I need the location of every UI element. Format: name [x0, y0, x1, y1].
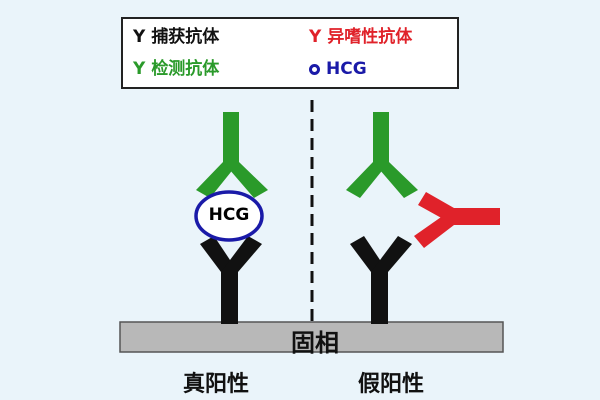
- capture-antibody-symbol: Y: [133, 27, 146, 47]
- false-positive-detection-antibody: [346, 112, 418, 198]
- hcg-legend-label: HCG: [326, 59, 367, 79]
- detection-antibody-symbol: Y: [133, 59, 146, 79]
- heterophilic-antibody-label: 异嗜性抗体: [327, 27, 413, 47]
- heterophilic-antibody-symbol: Y: [309, 27, 322, 47]
- hcg-ring-icon: [309, 64, 320, 75]
- solid-phase-label: 固相: [291, 328, 339, 357]
- false-positive-capture-antibody: [350, 236, 412, 324]
- hcg-antigen: [194, 190, 264, 242]
- legend-hcg: HCG: [309, 59, 367, 79]
- true-positive-label: 真阳性: [183, 371, 250, 397]
- hcg-label: HCG: [208, 205, 250, 225]
- solid-phase-bar: [119, 321, 504, 353]
- heterophilic-antibody: [414, 192, 500, 248]
- capture-antibody-label: 捕获抗体: [151, 27, 220, 47]
- true-positive-detection-antibody: [196, 112, 268, 198]
- detection-antibody-label: 检测抗体: [151, 59, 220, 79]
- false-positive-label: 假阳性: [358, 371, 425, 397]
- true-positive-capture-antibody: [200, 236, 262, 324]
